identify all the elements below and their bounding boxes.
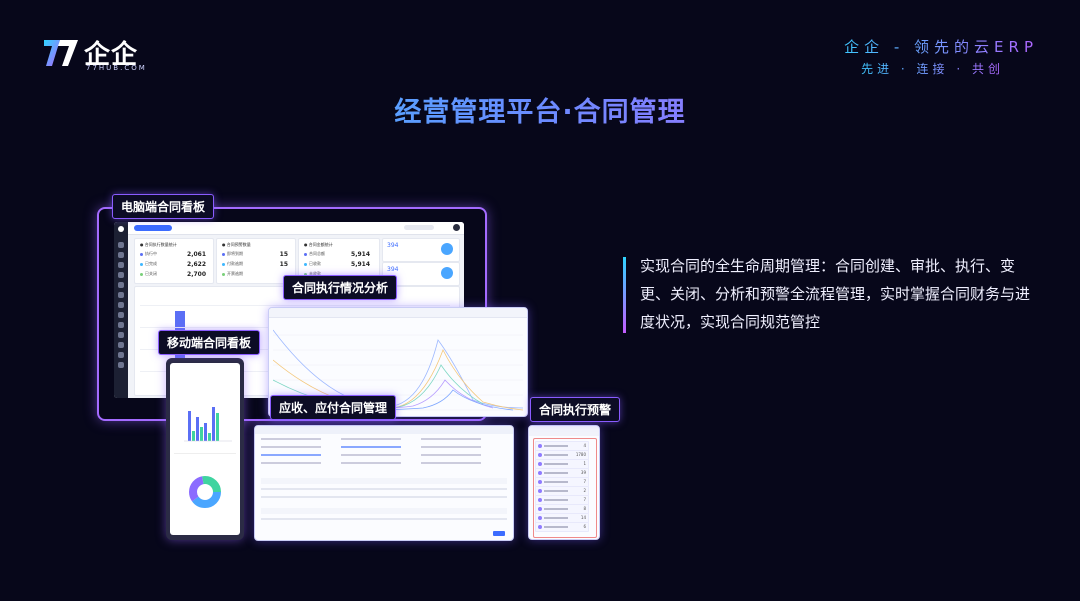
stat-value: 2,061 [187,251,206,258]
label-desktop-dashboard: 电脑端合同看板 [112,194,215,219]
description-accent-bar [623,257,626,333]
warning-list-screenshot: 4 1780 1 39 7 2 7 8 14 6 [528,425,600,540]
list-item[interactable]: 6 [535,522,589,532]
receivable-payable-screenshot [254,425,514,541]
save-button[interactable] [493,531,505,536]
tagline: 企企 - 领先的云ERP [844,38,1038,56]
kpi-value: 394 [387,242,399,249]
mobile-donut-chart [189,476,221,508]
stat-value: 15 [279,251,288,258]
desktop-topbar [128,222,464,235]
brand-domain: 77HUB.COM [86,64,147,72]
stat-value: 5,914 [351,261,370,268]
kpi-card-1: 394 [382,238,460,262]
stat-value: 5,914 [351,251,370,258]
label-contract-warning: 合同执行预警 [530,397,621,422]
contract-form [261,438,507,474]
desktop-org-selector [134,225,172,231]
mobile-bar-chart [184,407,232,442]
stat-value: 2,622 [187,261,206,268]
brand-name: 企企 [84,40,139,70]
execution-line-chart [273,329,523,411]
mobile-device [166,358,244,540]
label-mobile-dashboard: 移动端合同看板 [158,330,261,355]
kpi-value: 394 [387,266,399,273]
desktop-sidebar [114,222,128,398]
brand-logo: 企企 77HUB.COM [42,36,172,78]
mobile-dashboard-screenshot [170,363,240,535]
warning-list-highlight [533,438,597,538]
label-receivable-payable: 应收、应付合同管理 [270,395,397,420]
brand-mark-icon [44,40,78,66]
subtagline: 先进 · 连接 · 共创 [861,62,1004,76]
description-text: 实现合同的全生命周期管理：合同创建、审批、执行、变更、关闭、分析和预警全流程管理… [640,257,1031,331]
label-execution-analysis: 合同执行情况分析 [283,275,398,300]
page-title: 经营管理平台·合同管理 [0,90,1080,129]
stat-value: 2,700 [187,271,206,278]
stat-value: 15 [279,261,288,268]
